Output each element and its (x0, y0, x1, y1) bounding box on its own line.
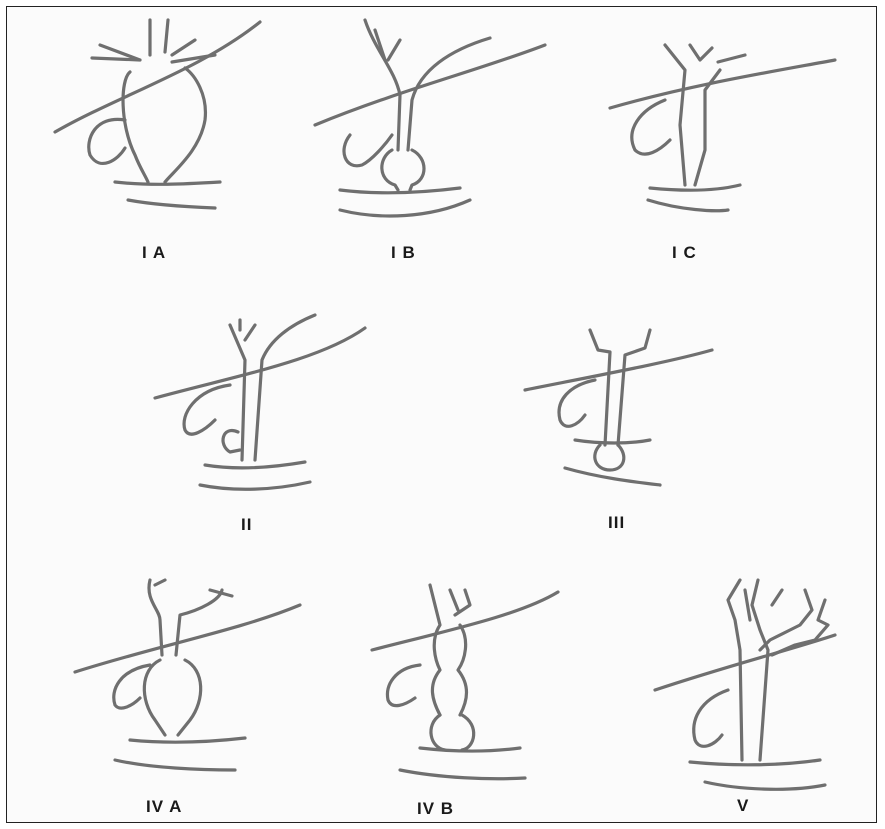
panel-ii-drawing (155, 315, 365, 489)
panel-label-ii: II (241, 515, 252, 535)
panel-iva-drawing (75, 580, 300, 770)
panel-iii-drawing (525, 330, 712, 485)
panel-label-iii: III (608, 513, 625, 533)
panel-ivb-drawing (372, 585, 558, 779)
panel-v-drawing (655, 580, 835, 789)
panel-ic-drawing (610, 45, 835, 211)
panel-ia-drawing (55, 20, 260, 208)
panel-ib-drawing (315, 20, 545, 216)
panel-label-iva: IV A (146, 797, 182, 817)
panel-label-v: V (737, 796, 749, 816)
panel-label-ic: I C (672, 243, 697, 263)
panel-label-ib: I B (391, 243, 416, 263)
panel-label-ia: I A (142, 243, 166, 263)
panel-label-ivb: IV B (417, 799, 454, 819)
